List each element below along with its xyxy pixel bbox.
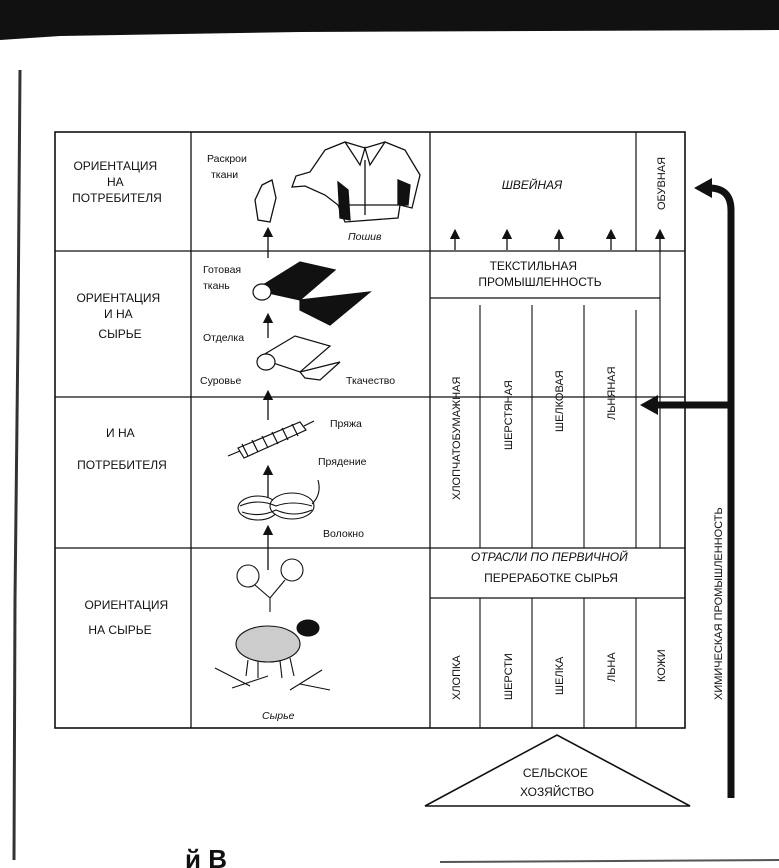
primary-leather: КОЖИ bbox=[656, 649, 668, 682]
footer-fragment: й В bbox=[185, 844, 227, 868]
row4-label: ОРИЕНТАЦИЯ НА СЫРЬЕ bbox=[84, 598, 171, 637]
primary-silk: ШЕЛКА bbox=[554, 656, 566, 695]
row4-line2: НА СЫРЬЕ bbox=[88, 623, 151, 637]
header-textile: ТЕКСТИЛЬНАЯ ПРОМЫШЛЕННОСТЬ bbox=[478, 259, 601, 289]
label-pryadenie: Прядение bbox=[318, 456, 367, 468]
branch-wool: ШЕРСТЯНАЯ bbox=[503, 380, 515, 450]
row2-line1: ОРИЕНТАЦИЯ bbox=[76, 291, 160, 305]
row2-line3: СЫРЬЕ bbox=[98, 327, 141, 341]
branch-silk: ШЕЛКОВАЯ bbox=[554, 370, 566, 432]
row1-line2: НА bbox=[107, 175, 124, 189]
row3-label: И НА ПОТРЕБИТЕЛЯ bbox=[77, 426, 167, 472]
footer-strike bbox=[439, 859, 779, 863]
yarn-spindle-icon bbox=[227, 420, 315, 459]
row1-line3: ПОТРЕБИТЕЛЯ bbox=[72, 191, 162, 205]
label-syrye: Сырье bbox=[262, 710, 295, 722]
chemical-arrowhead-mid bbox=[640, 395, 658, 415]
fabric-roll-raw bbox=[256, 335, 341, 381]
main-grid bbox=[54, 131, 686, 729]
label-pryazha: Пряжа bbox=[330, 418, 362, 430]
header-shveinaya: ШВЕЙНАЯ bbox=[502, 176, 563, 192]
row3-line2: ПОТРЕБИТЕЛЯ bbox=[77, 458, 167, 472]
label-otdelka: Отделка bbox=[203, 332, 244, 344]
row2-label: ОРИЕНТАЦИЯ И НА СЫРЬЕ bbox=[76, 291, 163, 341]
agriculture-label: СЕЛЬСКОЕ ХОЗЯЙСТВО bbox=[520, 766, 594, 799]
row1-label: ОРИЕНТАЦИЯ НА ПОТРЕБИТЕЛЯ bbox=[72, 159, 162, 205]
cotton-plant-icon bbox=[236, 558, 304, 612]
sheep-icon bbox=[214, 619, 331, 691]
chemical-arrowhead-top bbox=[694, 178, 712, 198]
top-border-band bbox=[0, 0, 779, 40]
label-tkachestvo: Ткачество bbox=[346, 375, 395, 387]
primary-cotton: ХЛОПКА bbox=[451, 655, 463, 700]
primary-linen: ЛЬНА bbox=[606, 652, 618, 682]
row4-line1: ОРИЕНТАЦИЯ bbox=[84, 598, 168, 612]
label-poshiv: Пошив bbox=[348, 231, 382, 243]
chemical-industry-arrows bbox=[656, 184, 735, 798]
fiber-bundle-icon bbox=[237, 479, 320, 521]
chemical-arrow-main bbox=[705, 184, 735, 798]
label-surovye: Суровье bbox=[200, 375, 241, 387]
label-raskroi: Раскрои ткани bbox=[207, 153, 250, 181]
label-gotovaya: Готовая ткань bbox=[203, 264, 244, 292]
branch-linen: ЛЬНЯНАЯ bbox=[606, 366, 618, 420]
row3-line1: И НА bbox=[106, 426, 135, 440]
fabric-roll-finished bbox=[252, 261, 372, 326]
header-primary: ОТРАСЛИ ПО ПЕРВИЧНОЙ ПЕРЕРАБОТКЕ СЫРЬЯ bbox=[471, 548, 631, 585]
label-volokno: Волокно bbox=[323, 528, 364, 540]
row1-line1: ОРИЕНТАЦИЯ bbox=[73, 159, 157, 173]
jacket-illustration bbox=[291, 141, 421, 223]
chemical-industry-label: ХИМИЧЕСКАЯ ПРОМЫШЛЕННОСТЬ bbox=[713, 507, 725, 700]
left-binding-line bbox=[12, 69, 22, 861]
cut-fabric-piece-icon bbox=[254, 179, 277, 223]
branch-cotton: ХЛОПЧАТОБУМАЖНАЯ bbox=[451, 377, 463, 501]
agriculture-triangle bbox=[424, 734, 691, 807]
row2-line2: И НА bbox=[104, 307, 133, 321]
up-arrows-top bbox=[449, 228, 666, 252]
primary-wool: ШЕРСТИ bbox=[503, 653, 515, 700]
header-obuvnaya: ОБУВНАЯ bbox=[656, 157, 668, 210]
